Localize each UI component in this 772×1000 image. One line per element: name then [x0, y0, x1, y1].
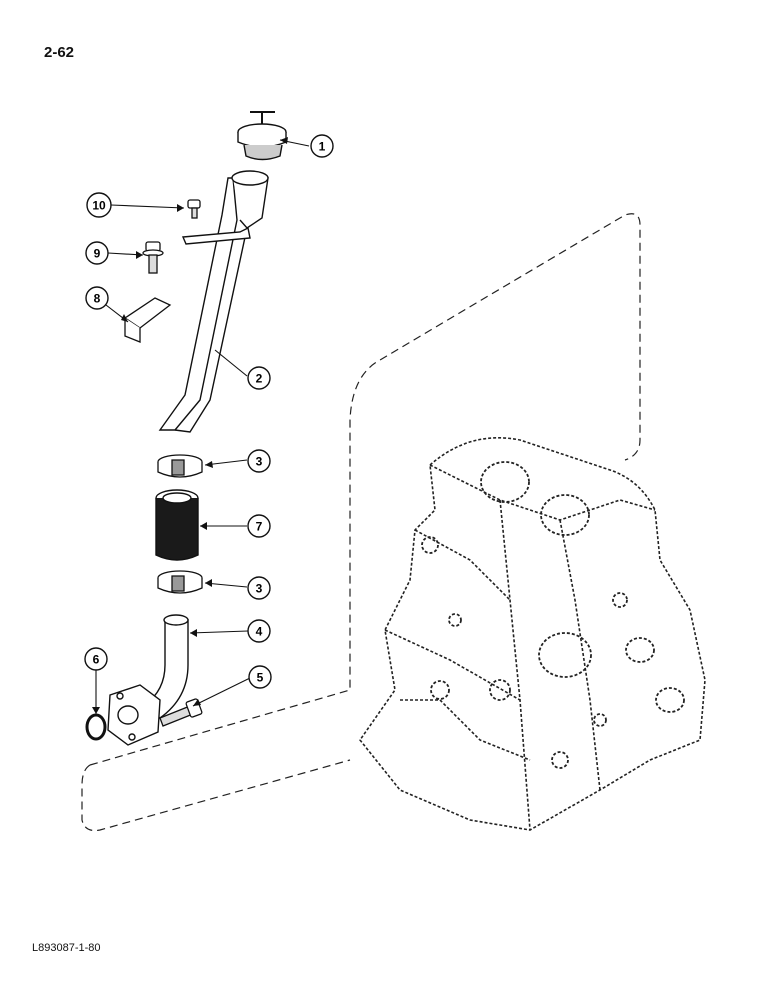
callout-2: 2 — [247, 366, 271, 390]
bolt-9 — [142, 241, 164, 274]
rubber-hose — [155, 489, 199, 561]
callout-3-upper: 3 — [247, 449, 271, 473]
oil-filler-cap — [237, 111, 287, 161]
hose-clamp-lower — [157, 570, 203, 594]
leader-lines — [95, 139, 310, 714]
dashed-assembly-boundary — [81, 213, 641, 832]
callout-8: 8 — [85, 286, 109, 310]
svg-text:9: 9 — [94, 247, 101, 261]
callout-10: 10 — [86, 192, 112, 218]
elbow-tube — [107, 614, 189, 746]
oil-filler-tube — [158, 170, 269, 433]
svg-text:3: 3 — [256, 582, 263, 596]
bolt-5 — [159, 698, 203, 727]
engine-cylinder-bores — [421, 461, 685, 769]
page-number: 2-62 — [44, 44, 75, 61]
svg-text:7: 7 — [256, 520, 263, 534]
callout-6: 6 — [84, 647, 108, 671]
callout-3-lower: 3 — [247, 576, 271, 600]
bracket-8 — [123, 297, 172, 343]
callout-7: 7 — [247, 514, 271, 538]
svg-text:6: 6 — [93, 653, 100, 667]
svg-text:3: 3 — [256, 455, 263, 469]
o-ring — [85, 713, 107, 741]
callout-5: 5 — [248, 665, 272, 689]
svg-text:1: 1 — [319, 140, 326, 154]
svg-text:4: 4 — [256, 625, 263, 639]
svg-text:2: 2 — [256, 372, 263, 386]
svg-text:10: 10 — [92, 199, 106, 213]
callout-4: 4 — [247, 619, 271, 643]
bolt-10 — [187, 199, 201, 219]
svg-text:8: 8 — [94, 292, 101, 306]
svg-text:5: 5 — [257, 671, 264, 685]
leader-arrowheads — [92, 137, 288, 714]
callout-9: 9 — [85, 241, 109, 265]
figure-code: L893087-1-80 — [32, 942, 101, 954]
engine-block — [359, 437, 706, 831]
hose-clamp-upper — [157, 454, 203, 478]
callout-1: 1 — [310, 134, 334, 158]
